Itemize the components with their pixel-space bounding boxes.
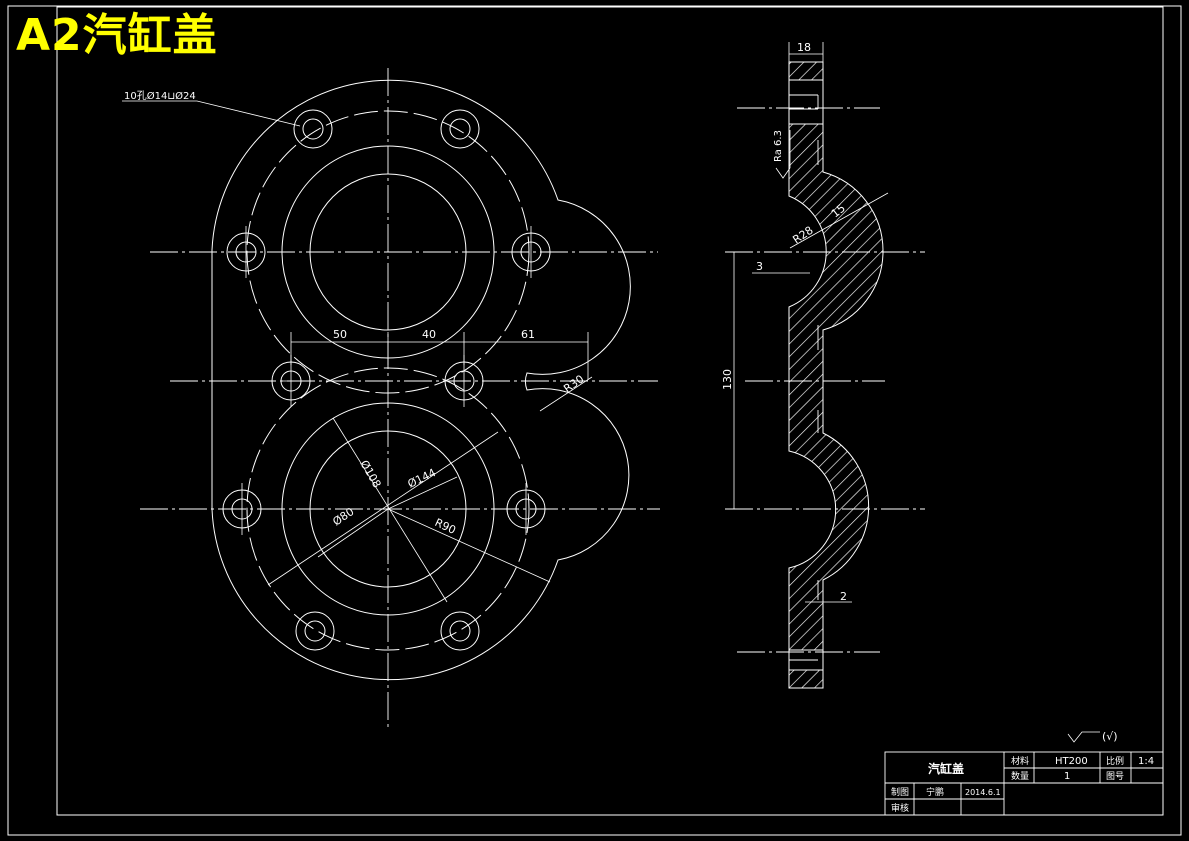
- title-block-text: 汽缸盖 材料 HT200 比例 1:4 数量 1 图号 制图 宁鹏 2014.6…: [891, 755, 1154, 814]
- tb-scale-label: 比例: [1106, 755, 1124, 767]
- upper-bore: [309, 173, 467, 331]
- dim-50: 50: [333, 328, 347, 341]
- tb-scale: 1:4: [1138, 756, 1154, 767]
- dim-r28: R28: [790, 224, 815, 247]
- front-view: [122, 68, 660, 730]
- tb-part-name: 汽缸盖: [928, 761, 964, 776]
- dim-r90: R90: [433, 516, 458, 537]
- section-hole-top: [788, 79, 824, 125]
- front-view-outline: [211, 79, 631, 681]
- hole-center-marks: [241, 226, 532, 535]
- roughness-symbol-side: [775, 167, 791, 179]
- bolt-hole: [293, 109, 333, 149]
- drawing-title: A2汽缸盖: [16, 10, 218, 61]
- dim-phi108: Ø108: [357, 458, 383, 490]
- section-body: [788, 61, 884, 689]
- tb-drawn-label: 制图: [891, 786, 909, 798]
- dim-2: 2: [840, 590, 847, 603]
- roughness-note-text: (√): [1102, 730, 1118, 743]
- horizontal-dimensions: [290, 332, 589, 380]
- bolt-hole: [440, 109, 480, 149]
- dim-40: 40: [422, 328, 436, 341]
- lower-bore: [309, 430, 467, 588]
- tb-qty-label: 数量: [1011, 770, 1029, 782]
- bolt-circle-upper: [246, 110, 530, 394]
- bolt-hole: [295, 611, 335, 651]
- bolt-circle-lower: [246, 367, 530, 651]
- bolt-holes: [222, 109, 551, 651]
- r30-leader: [539, 376, 593, 412]
- side-section-view: [725, 42, 925, 689]
- front-view-labels: 10孔Ø14⊔Ø24 50 40 61 R30 Ø108 Ø144 Ø80 R9…: [124, 90, 586, 537]
- hole-callout-leader: [122, 100, 301, 127]
- outer-border: [7, 5, 1182, 836]
- dim-130: 130: [721, 369, 734, 390]
- bolt-hole: [440, 611, 480, 651]
- tb-material: HT200: [1055, 756, 1088, 767]
- hole-callout: 10孔Ø14⊔Ø24: [124, 90, 196, 102]
- inner-border: [56, 6, 1164, 816]
- tb-checked-label: 审核: [891, 802, 909, 814]
- title-block: [884, 751, 1164, 816]
- centerlines: [140, 68, 660, 730]
- tb-date: 2014.6.1: [965, 788, 1001, 797]
- dim-61: 61: [521, 328, 535, 341]
- lower-ring-outer: [281, 402, 495, 616]
- tb-drawn-by: 宁鹏: [926, 786, 944, 798]
- dim-phi144: Ø144: [406, 466, 438, 491]
- roughness-note: [1067, 731, 1100, 743]
- side-centerlines: [725, 107, 925, 653]
- tb-material-label: 材料: [1011, 755, 1029, 767]
- r28-leader: [789, 192, 889, 249]
- dim-18: 18: [797, 41, 811, 54]
- dim-ra: Ra 6.3: [773, 130, 784, 162]
- dim-18-lines: [788, 42, 824, 62]
- dim-3: 3: [756, 260, 763, 273]
- tb-drawing-no-label: 图号: [1106, 771, 1124, 782]
- tb-qty: 1: [1064, 771, 1070, 782]
- lower-dimension-lines: [267, 417, 551, 603]
